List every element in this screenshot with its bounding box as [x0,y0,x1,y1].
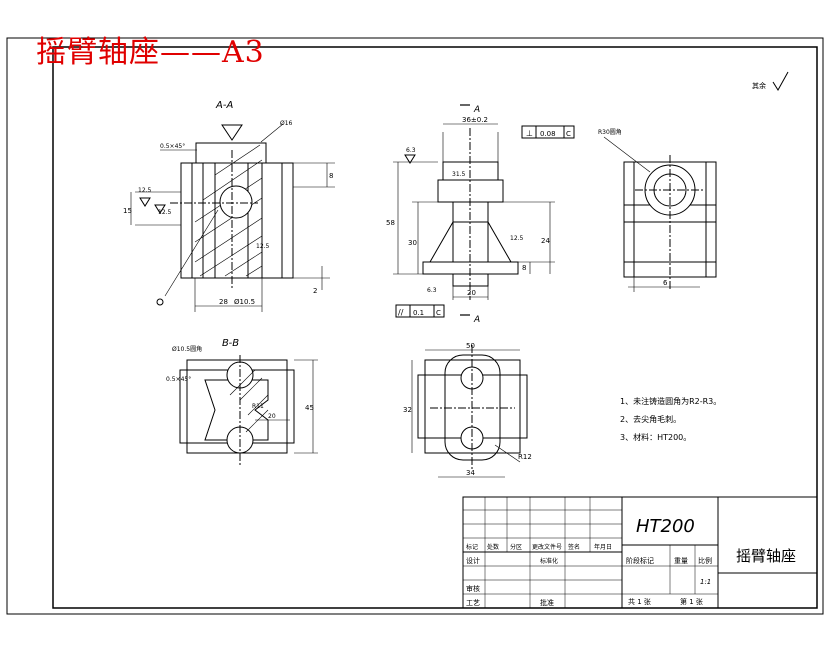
dim-bb-4: 0.5×45° [166,376,191,383]
perp-value: 0.08 [540,130,556,138]
row-label: 工艺 [466,599,480,607]
dim-front-7: 6.3 [406,147,416,154]
dim-front-0: 36±0.2 [462,116,488,124]
parallelism-frame: // 0.1 C [395,304,445,318]
material-label: HT200 [636,516,695,537]
dim-bb-0: Ø10.5圆角 [172,345,202,353]
dim-aa-3: 28 [219,298,228,306]
stage-header: 重量 [674,557,688,565]
dim-bb-1: 45 [305,404,314,412]
front-view: 36±0.2 58 30 31.5 24 8 20 6.3 6.3 12.5 A… [386,104,575,325]
row-label: 标准化 [540,557,558,565]
dim-side-1: 6 [663,279,668,287]
outer-border [6,37,824,615]
rev-header: 年月日 [594,543,612,551]
scale-value: 1:1 [700,578,711,586]
dim-top-3: R12 [518,453,532,461]
row-label: 批准 [540,598,554,607]
sheet-number: 第 1 张 [680,597,703,606]
dim-top-2: 34 [466,469,475,477]
dim-aa-0: 8 [329,172,333,180]
view-arrow-a-top: A [473,105,480,115]
tech-note: 3、材料：HT200。 [620,432,691,442]
tech-note: 1、未注铸造圆角为R2-R3。 [620,396,721,406]
dim-front-1: 58 [386,219,395,227]
part-name: 摇臂轴座 [736,547,796,565]
side-view: R30圆角 6 [598,128,717,292]
dim-front-5: 8 [522,264,526,272]
dim-front-4: 24 [541,237,550,245]
dim-front-3: 31.5 [452,171,466,178]
title-block: HT200 摇臂轴座 标记 处数 分区 更改文件号 签名 年月日 设计 标准化 … [462,496,818,609]
dim-front-6: 20 [467,289,476,297]
dim-aa-2: 2 [313,287,317,295]
dim-front-2: 30 [408,239,417,247]
par-datum: C [436,309,441,317]
dim-bb-3: 20 [268,413,276,420]
rev-header: 签名 [568,543,580,551]
tech-note: 2、去尖角毛刺。 [620,414,681,424]
row-label: 审核 [466,584,480,593]
view-arrow-a-bottom: A [473,315,480,325]
drawing-title: 摇臂轴座——A3 [36,35,265,70]
inner-border [52,46,818,609]
par-value: 0.1 [413,309,424,317]
roughness-check-icon [772,71,789,91]
roughness-symbol [154,204,166,214]
dim-bb-2: R11 [252,403,264,410]
perpendicularity-frame: ⊥ 0.08 C [521,125,575,139]
row-label: 设计 [466,556,480,565]
stage-header: 阶段标记 [626,556,654,565]
roughness-symbol [139,197,151,207]
dim-aa-9: 0.5×45° [160,143,185,150]
dim-aa-1: 15 [123,207,132,215]
stage-header: 比例 [698,556,712,565]
dim-side-0: R30圆角 [598,128,622,136]
dim-aa-5: Ø16 [280,120,293,127]
dim-aa-8: 12.5 [256,243,270,250]
top-view: 50 32 34 R12 [403,342,532,478]
dim-top-0: 50 [466,342,475,350]
perp-datum: C [566,130,571,138]
sheets-total: 共 1 张 [628,597,651,606]
dim-aa-7: 12.5 [158,209,172,216]
section-bb-view: B-B 45 Ø10.5圆角 R11 20 0.5×45° [166,338,318,465]
section-aa-view: A-A 8 15 2 [123,100,335,312]
rev-header: 标记 [466,543,478,551]
dim-front-8: 6.3 [427,287,437,294]
dim-top-1: 32 [403,406,412,414]
roughness-note: 其余 [752,81,766,90]
rev-header: 分区 [510,543,522,551]
dim-aa-6: 12.5 [138,187,152,194]
section-bb-hatch [229,369,269,433]
dim-aa-4: Ø10.5 [234,298,255,306]
par-symbol: // [398,308,404,317]
datum-c-marker [156,298,164,306]
section-aa-label: A-A [215,100,233,111]
perp-symbol: ⊥ [526,129,533,138]
section-bb-label: B-B [222,338,239,349]
rev-header: 更改文件号 [532,543,562,551]
dim-front-9: 12.5 [510,235,524,242]
rev-header: 处数 [487,543,499,551]
